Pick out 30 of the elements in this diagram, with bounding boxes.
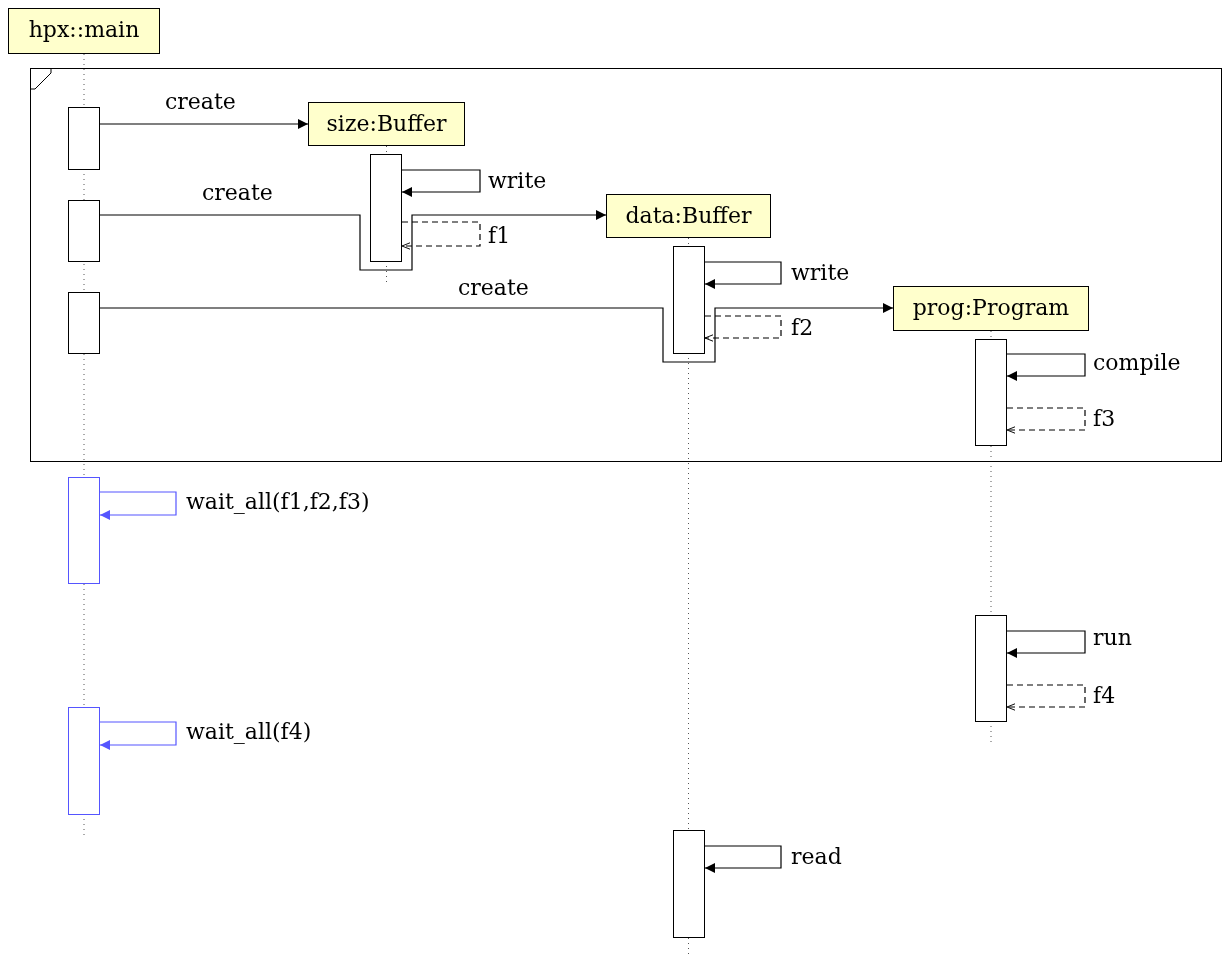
lifeline-header: size:Buffer xyxy=(308,102,465,146)
message-arrow xyxy=(99,119,309,129)
message-arrow xyxy=(704,261,782,289)
activation-bar xyxy=(370,154,402,262)
message-arrow xyxy=(1006,630,1086,658)
activation-bar xyxy=(975,339,1007,446)
activation-bar xyxy=(975,615,1007,722)
return-message-arrow xyxy=(401,221,481,250)
lifeline-header: prog:Program xyxy=(893,286,1089,331)
return-message-arrow xyxy=(1006,684,1086,711)
message-label: compile xyxy=(1091,350,1183,376)
message-arrow xyxy=(99,491,177,520)
lifeline-header: data:Buffer xyxy=(606,194,771,238)
activation-bar xyxy=(673,246,705,354)
message-arrow xyxy=(1006,353,1086,381)
activation-bar xyxy=(68,107,100,170)
return-message-arrow xyxy=(704,315,782,342)
message-arrow xyxy=(99,303,894,363)
combined-fragment-frame xyxy=(30,68,1222,462)
message-arrow xyxy=(99,721,177,750)
message-arrow xyxy=(99,210,607,271)
message-arrow xyxy=(704,845,782,873)
activation-bar xyxy=(673,830,705,938)
return-message-arrow xyxy=(1006,407,1086,434)
activation-bar xyxy=(68,200,100,262)
lifeline-header: hpx::main xyxy=(8,8,160,54)
activation-bar xyxy=(68,477,100,584)
activation-bar xyxy=(68,707,100,815)
activation-bar xyxy=(68,292,100,354)
message-arrow xyxy=(401,169,481,197)
